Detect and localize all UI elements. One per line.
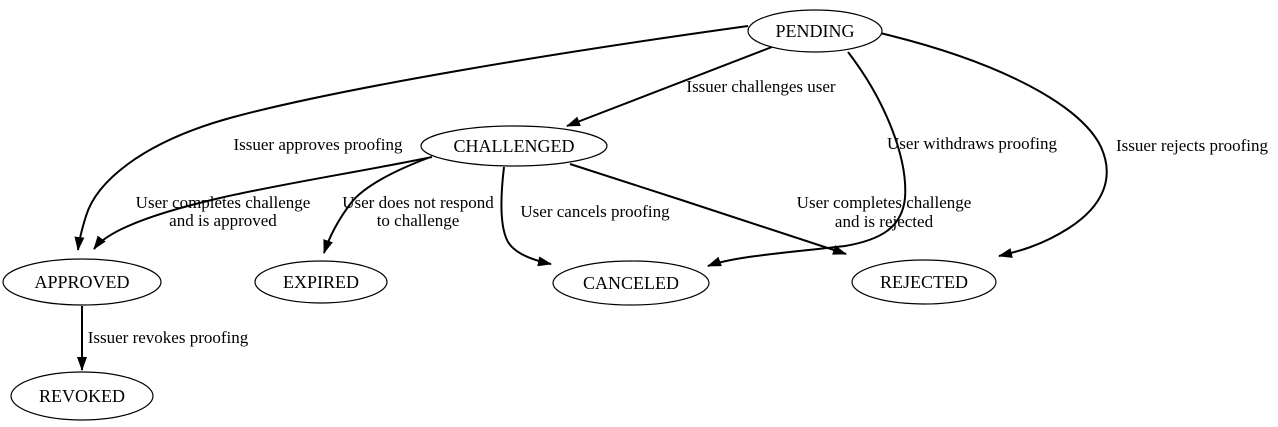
node-rejected: REJECTED <box>851 259 997 305</box>
edge-pending-approved <box>74 25 749 251</box>
edge-challenged-rejected <box>569 163 847 255</box>
edge-label-challenged-rejected-line1: User completes challenge <box>797 193 972 212</box>
node-pending-ellipse <box>747 9 883 53</box>
edge-label-challenged-expired-line2: to challenge <box>377 211 460 230</box>
node-pending-label: PENDING <box>776 21 855 41</box>
edge-pending-rejected <box>879 32 1108 258</box>
edge-label-challenged-expired-line1: User does not respond <box>342 193 494 212</box>
edge-label-pending-approved: Issuer approves proofing <box>233 135 403 154</box>
node-revoked-label: REVOKED <box>39 386 125 406</box>
edge-label-challenged-approved-line2: and is approved <box>169 211 277 230</box>
edge-labels-group: Issuer challenges user Issuer approves p… <box>88 77 1269 347</box>
edges-group <box>74 25 1108 371</box>
node-challenged-ellipse <box>420 125 608 167</box>
nodes-group: PENDING CHALLENGED APPROVED EXPIRED CANC… <box>2 9 997 421</box>
node-approved-label: APPROVED <box>34 272 129 292</box>
edge-label-pending-canceled: User withdraws proofing <box>887 134 1057 153</box>
node-revoked-ellipse <box>10 371 154 421</box>
edge-challenged-approved <box>93 156 433 250</box>
edge-label-pending-challenged: Issuer challenges user <box>686 77 836 96</box>
edge-pending-challenged <box>566 46 773 127</box>
node-expired-ellipse <box>254 260 388 304</box>
edge-label-challenged-rejected-line2: and is rejected <box>835 212 934 231</box>
node-approved: APPROVED <box>2 258 162 306</box>
edge-challenged-canceled <box>500 166 552 267</box>
node-canceled-ellipse <box>552 260 710 306</box>
node-rejected-label: REJECTED <box>880 272 968 292</box>
edge-label-challenged-canceled: User cancels proofing <box>520 202 670 221</box>
node-canceled-label: CANCELED <box>583 273 679 293</box>
node-canceled: CANCELED <box>552 260 710 306</box>
edge-challenged-expired <box>323 157 429 254</box>
node-challenged: CHALLENGED <box>420 125 608 167</box>
node-challenged-label: CHALLENGED <box>454 136 575 156</box>
node-expired: EXPIRED <box>254 260 388 304</box>
edge-label-approved-revoked: Issuer revokes proofing <box>88 328 249 347</box>
edge-pending-canceled <box>707 51 907 267</box>
node-pending: PENDING <box>747 9 883 53</box>
edge-label-pending-rejected: Issuer rejects proofing <box>1116 136 1269 155</box>
node-revoked: REVOKED <box>10 371 154 421</box>
node-expired-label: EXPIRED <box>283 272 359 292</box>
edge-label-challenged-approved-line1: User completes challenge <box>136 193 311 212</box>
node-approved-ellipse <box>2 258 162 306</box>
node-rejected-ellipse <box>851 259 997 305</box>
